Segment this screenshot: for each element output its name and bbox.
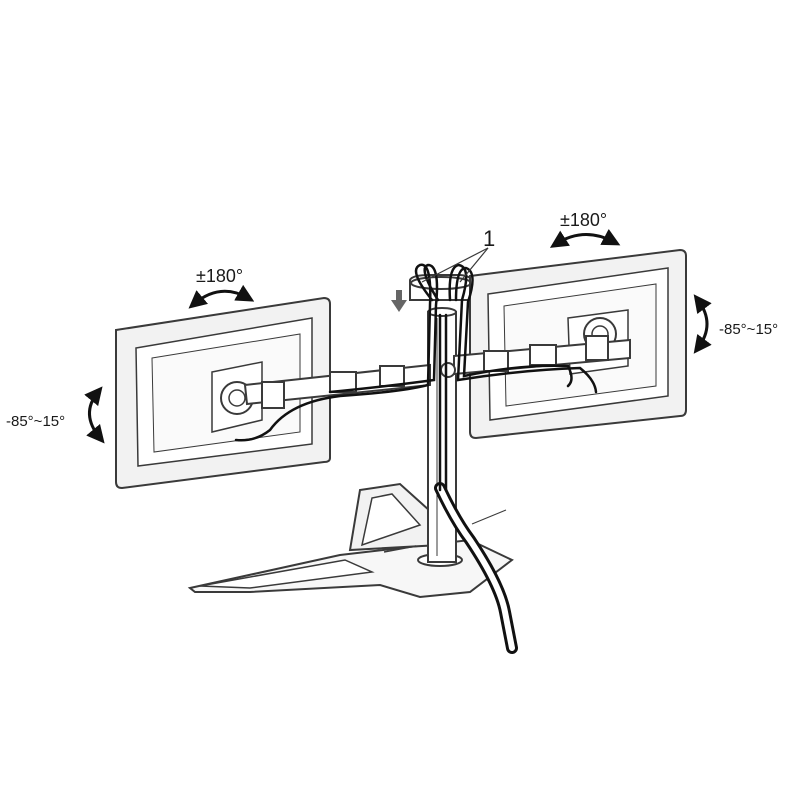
cable-leader-line	[471, 509, 507, 525]
rotation-label-right: ±180°	[560, 210, 607, 230]
tilt-label-right: -85°~15°	[719, 321, 778, 338]
left-monitor	[115, 296, 331, 490]
tilt-arrow-icon	[693, 294, 712, 354]
down-arrow-icon	[391, 290, 407, 312]
tilt-arrow-icon	[84, 386, 105, 444]
rotation-label-left: ±180°	[196, 266, 243, 286]
tilt-label-left: -85°~15°	[6, 413, 65, 430]
rotation-arrow-icon	[549, 228, 621, 248]
callout-number: 1	[483, 226, 495, 251]
callout-1: 1	[421, 226, 495, 283]
rotation-arrow-icon	[188, 284, 255, 309]
cables	[234, 263, 598, 654]
horizontal-arm	[243, 335, 631, 409]
